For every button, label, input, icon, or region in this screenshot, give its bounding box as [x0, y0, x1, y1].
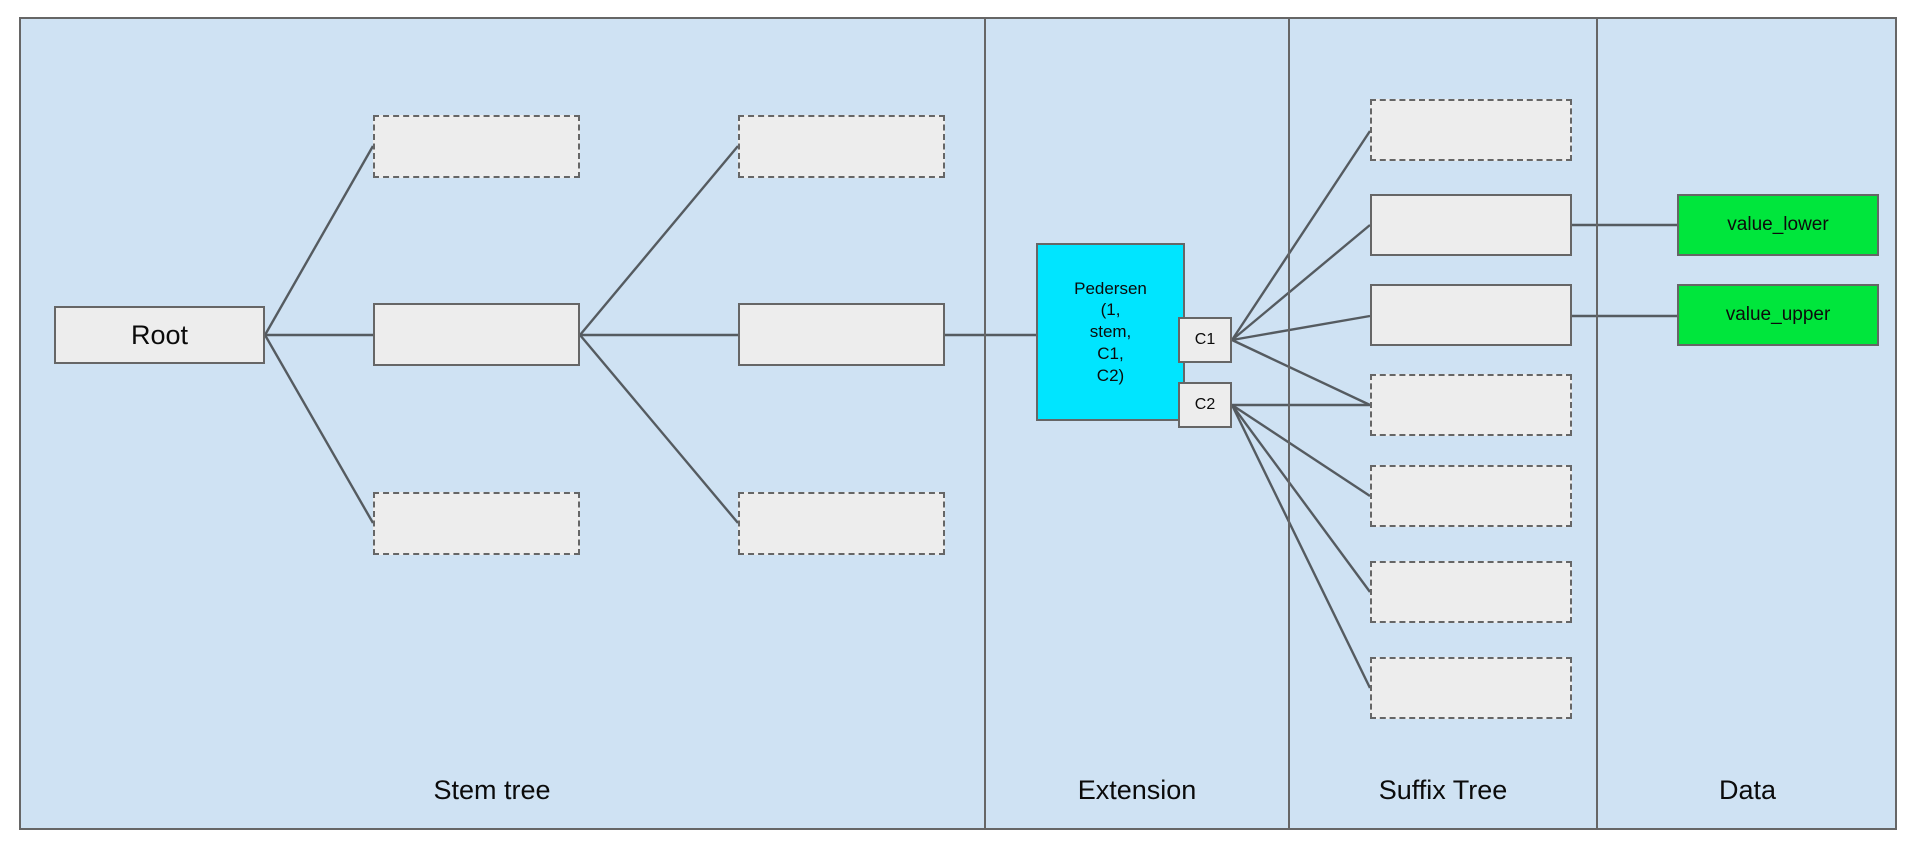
node-data-value-upper-label: value_upper: [1725, 304, 1831, 325]
divider-suffix-data: [1596, 19, 1598, 828]
node-suffix-5[interactable]: [1370, 561, 1572, 623]
node-commitment-c2[interactable]: C2: [1178, 382, 1232, 428]
node-stem-l1-2[interactable]: [373, 492, 580, 555]
node-commitment-c1-label: C1: [1194, 331, 1216, 348]
node-suffix-2[interactable]: [1370, 284, 1572, 346]
node-commitment-c1[interactable]: C1: [1178, 317, 1232, 363]
node-suffix-6[interactable]: [1370, 657, 1572, 719]
diagram-frame: [19, 17, 1897, 830]
node-commitment-c2-label: C2: [1194, 396, 1216, 413]
section-label-suffix-tree: Suffix Tree: [1378, 775, 1508, 805]
node-pedersen-label: Pedersen (1, stem, C1, C2): [1074, 278, 1147, 385]
node-suffix-3[interactable]: [1370, 374, 1572, 436]
node-data-value-lower-label: value_lower: [1727, 214, 1829, 235]
node-stem-l2-2[interactable]: [738, 492, 945, 555]
node-stem-l2-0[interactable]: [738, 115, 945, 178]
node-pedersen[interactable]: Pedersen (1, stem, C1, C2): [1036, 243, 1185, 421]
node-suffix-1[interactable]: [1370, 194, 1572, 256]
section-label-stem-tree: Stem tree: [433, 775, 551, 805]
node-stem-l2-1[interactable]: [738, 303, 945, 366]
node-data-value-lower[interactable]: value_lower: [1677, 194, 1879, 256]
node-root[interactable]: Root: [54, 306, 265, 364]
node-root-label: Root: [130, 319, 189, 350]
divider-stem-extension: [984, 19, 986, 828]
section-label-data: Data: [1718, 775, 1777, 805]
divider-extension-suffix: [1288, 19, 1290, 828]
node-suffix-4[interactable]: [1370, 465, 1572, 527]
node-stem-l1-1[interactable]: [373, 303, 580, 366]
section-label-extension: Extension: [1077, 775, 1197, 805]
node-suffix-0[interactable]: [1370, 99, 1572, 161]
node-data-value-upper[interactable]: value_upper: [1677, 284, 1879, 346]
node-stem-l1-0[interactable]: [373, 115, 580, 178]
